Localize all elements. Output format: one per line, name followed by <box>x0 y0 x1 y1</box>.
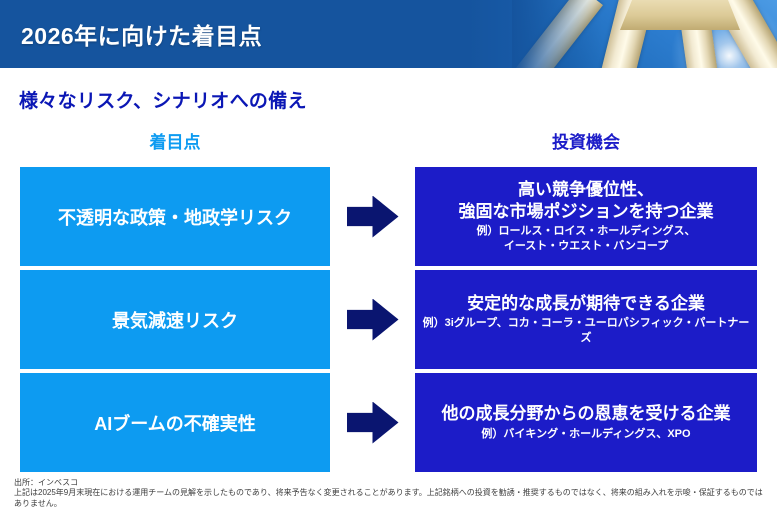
risk-box-ai-boom-uncertainty: AIブームの不確実性 <box>20 373 330 472</box>
header-banner: 2026年に向けた着目点 <box>0 0 777 68</box>
opportunity-title-line: 強固な市場ポジションを持つ企業 <box>458 201 714 221</box>
opportunity-example-line: 例）バイキング・ホールディングス、XPO <box>481 427 691 440</box>
arrow-cell <box>330 270 415 369</box>
opportunity-box-other-growth-areas: 他の成長分野からの恩恵を受ける企業 例）バイキング・ホールディングス、XPO <box>415 373 757 472</box>
risk-box-economic-slowdown: 景気減速リスク <box>20 270 330 369</box>
section-subtitle: 様々なリスク、シナリオへの備え <box>19 91 307 112</box>
page-title: 2026年に向けた着目点 <box>21 23 263 49</box>
table-row: 景気減速リスク 安定的な成長が期待できる企業 例）3iグループ、コカ・コーラ・ユ… <box>20 270 757 369</box>
opportunity-example-line: イースト・ウエスト・バンコープ <box>503 239 669 252</box>
risk-opportunity-grid: 不透明な政策・地政学リスク 高い競争優位性、 強固な市場ポジションを持つ企業 例… <box>20 167 757 476</box>
columns-photo <box>487 0 777 68</box>
right-arrow-icon <box>346 195 399 238</box>
arrow-cell <box>330 167 415 266</box>
column-header-focus-points: 着目点 <box>149 133 201 152</box>
opportunity-example-line: 例）ロールス・ロイス・ホールディングス、 <box>476 224 696 237</box>
table-row: AIブームの不確実性 他の成長分野からの恩恵を受ける企業 例）バイキング・ホール… <box>20 373 757 472</box>
column-header-investment-opportunities: 投資機会 <box>552 133 620 152</box>
opportunity-box-competitive-advantage: 高い競争優位性、 強固な市場ポジションを持つ企業 例）ロールス・ロイス・ホールデ… <box>415 167 757 266</box>
risk-box-policy-geopolitics: 不透明な政策・地政学リスク <box>20 167 330 266</box>
right-arrow-icon <box>346 401 399 444</box>
opportunity-title-line: 安定的な成長が期待できる企業 <box>467 294 705 314</box>
disclaimer-note: 上記は2025年9月末現在における運用チームの見解を示したものであり、将来予告な… <box>14 488 763 508</box>
source-note: 出所：インベスコ <box>14 478 79 487</box>
opportunity-title-line: 高い競争優位性、 <box>518 180 654 200</box>
table-row: 不透明な政策・地政学リスク 高い競争優位性、 強固な市場ポジションを持つ企業 例… <box>20 167 757 266</box>
footer: 出所：インベスコ 上記は2025年9月末現在における運用チームの見解を示したもの… <box>14 478 769 509</box>
opportunity-example-line: 例）3iグループ、コカ・コーラ・ユーロパシフィック・パートナーズ <box>422 317 750 345</box>
opportunity-box-stable-growth: 安定的な成長が期待できる企業 例）3iグループ、コカ・コーラ・ユーロパシフィック… <box>415 270 757 369</box>
right-arrow-icon <box>346 298 399 341</box>
arrow-cell <box>330 373 415 472</box>
photo-fade-overlay <box>512 0 777 68</box>
opportunity-title-line: 他の成長分野からの恩恵を受ける企業 <box>441 404 731 424</box>
